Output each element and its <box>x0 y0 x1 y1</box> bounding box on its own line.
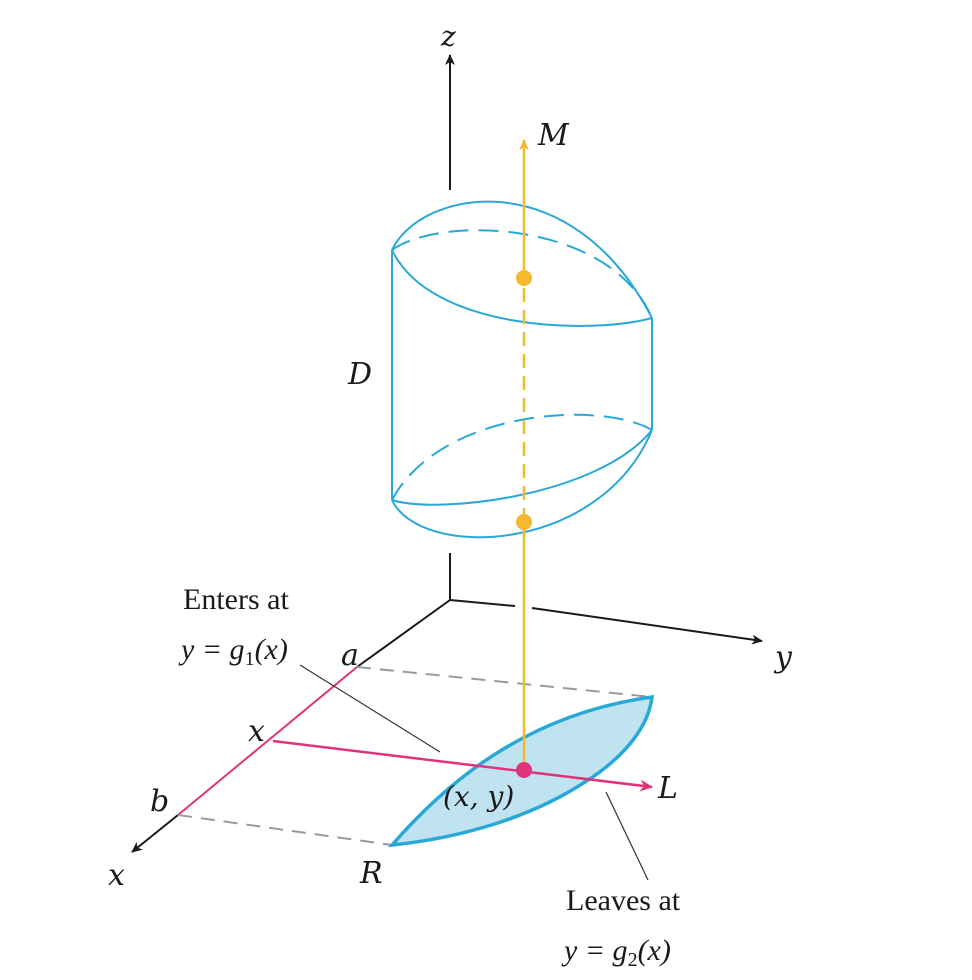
solid-D <box>391 200 653 539</box>
interval-a-b <box>177 666 358 816</box>
enters-line2: y = g1(x) <box>178 633 288 670</box>
leaves-line2: y = g2(x) <box>561 934 671 971</box>
exit-point <box>516 270 532 286</box>
y-axis-label: y <box>773 640 793 675</box>
line-L <box>272 739 653 792</box>
x-axis-label: x <box>108 858 125 893</box>
enter-point <box>516 514 532 530</box>
label-M: M <box>537 118 570 153</box>
enters-line1: Enters at <box>183 583 289 616</box>
leaves-sub: 2 <box>628 949 638 971</box>
label-L: L <box>657 771 678 806</box>
x-axis-segment-1 <box>356 599 451 668</box>
guide-b <box>177 814 393 846</box>
label-a: a <box>341 638 359 673</box>
leaves-leader <box>605 791 649 881</box>
label-R: R <box>359 856 383 891</box>
leaves-arg: (x) <box>638 934 671 967</box>
x-axis-segment-2 <box>131 814 179 853</box>
enters-leader <box>299 664 441 753</box>
label-x-mark: x <box>248 714 265 749</box>
label-b: b <box>150 784 169 819</box>
label-point-xy: (x, y) <box>443 780 514 813</box>
y-axis-segment-1 <box>449 599 516 607</box>
point-xy <box>516 762 532 778</box>
enters-sub: 1 <box>245 648 255 670</box>
y-axis-segment-2 <box>531 607 763 645</box>
leaves-line1: Leaves at <box>566 884 681 917</box>
leaves-eq: y = g <box>561 934 628 967</box>
guide-a <box>356 666 653 698</box>
z-axis-label: z <box>440 20 456 53</box>
enters-eq: y = g <box>178 633 245 666</box>
label-D: D <box>347 357 372 392</box>
enters-arg: (x) <box>255 633 288 666</box>
